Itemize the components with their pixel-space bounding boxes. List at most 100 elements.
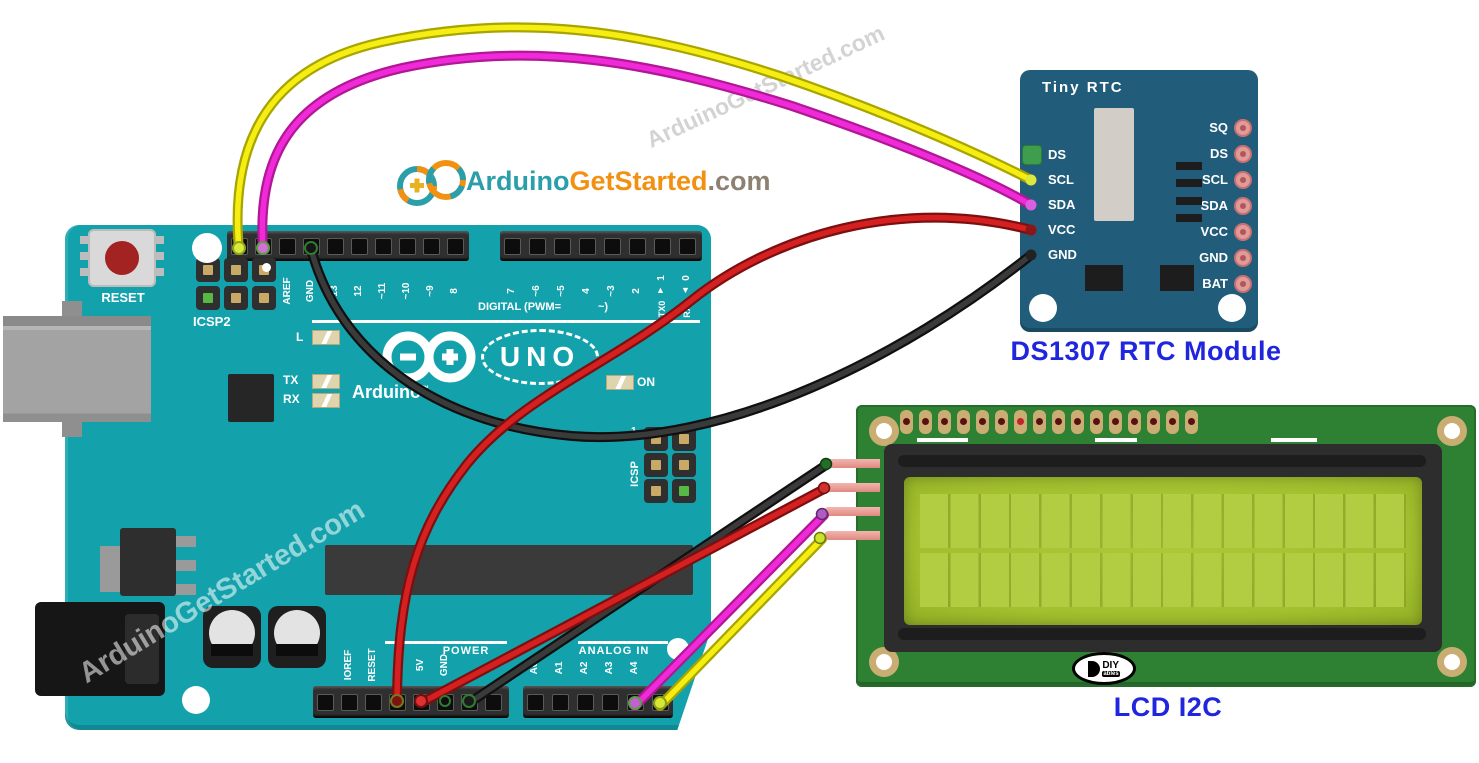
led-on [606, 375, 634, 390]
pin-gnd1 [437, 694, 454, 711]
icsp2-pin [224, 286, 248, 310]
arduinogetstarted-logo-text: ArduinoGetStarted.com [466, 166, 771, 197]
pin-label-8: 8 [449, 288, 460, 294]
icsp-label: ICSP [629, 461, 641, 487]
pin-aref [279, 238, 296, 255]
lcd-i2c-board: DIY ables [824, 405, 1476, 687]
rtc-label-ds2: DS [1209, 146, 1228, 161]
pin-9 [423, 238, 440, 255]
usb-connector-tab [62, 301, 82, 317]
pin-7 [504, 238, 521, 255]
pin-2 [629, 238, 646, 255]
wire-magenta-sda-rtc [257, 50, 1036, 255]
icsp-pin [644, 453, 668, 477]
lcd-bezel-bar [898, 455, 1426, 467]
pin-11 [375, 238, 392, 255]
digital-caption-tilde: ~) [598, 301, 609, 313]
regulator-leg [174, 536, 196, 547]
pin-0 [679, 238, 696, 255]
pin-reset [365, 694, 382, 711]
silkscreen-line [578, 641, 668, 644]
rtc-pad-gnd [1022, 145, 1042, 165]
pin-8 [447, 238, 464, 255]
lcd-silkscreen-dash [1095, 438, 1137, 442]
pin-label-12: 12 [353, 285, 364, 297]
rtc-resistor [1176, 214, 1202, 222]
rtc-label-sda2: SDA [1200, 198, 1228, 213]
rtc-resistor [1176, 162, 1202, 170]
rtc-component [1085, 265, 1123, 291]
pin-label-aref: AREF [282, 277, 293, 305]
rtc-label-sq: SQ [1209, 120, 1228, 135]
pin-label-4: 4 [581, 288, 592, 294]
mounting-hole [192, 233, 222, 263]
lcd-mounting-hole [1437, 647, 1467, 677]
mounting-hole [667, 638, 689, 660]
lcd-mounting-hole [869, 416, 899, 446]
regulator-leg [174, 560, 196, 571]
rtc-right-pins [1234, 119, 1252, 293]
pin-label-5v: 5V [415, 658, 426, 672]
lcd-caption: LCD I2C [1113, 692, 1223, 722]
led-tx-label: TX [283, 373, 299, 387]
mounting-hole [182, 686, 210, 714]
led-on-label: ON [637, 375, 655, 389]
pin-scl [231, 238, 248, 255]
rtc-crystal [1094, 108, 1134, 221]
rtc-label-ds: DS [1048, 147, 1067, 162]
led-l-label: L [296, 330, 304, 344]
atmega-chip [325, 545, 693, 595]
lcd-silkscreen-dash [1271, 438, 1317, 442]
pin-label-ioref: IOREF [343, 649, 354, 681]
icsp-pin [672, 479, 696, 503]
pin-a1 [552, 694, 569, 711]
rtc-pin-bat [1234, 275, 1252, 293]
digital-caption: DIGITAL (PWM= [478, 301, 562, 313]
pin-ioref [341, 694, 358, 711]
diyables-logo-subtext: ables [1102, 670, 1120, 677]
diyables-logo: DIY ables [1072, 652, 1136, 685]
led-l [312, 330, 340, 345]
logo-text-arduino: Arduino [466, 166, 570, 196]
reset-button-tab [154, 236, 164, 244]
led-rx-label: RX [283, 392, 300, 406]
regulator-leg [174, 584, 196, 595]
icsp-pin [672, 453, 696, 477]
pin-3v3 [389, 694, 406, 711]
reset-button-cap[interactable] [105, 241, 139, 275]
rtc-label-vcc: VCC [1048, 222, 1076, 237]
pin-gnd2 [461, 694, 478, 711]
led-tx [312, 374, 340, 389]
reset-button[interactable] [88, 229, 156, 287]
pin-nc [317, 694, 334, 711]
pin-1 [654, 238, 671, 255]
rtc-pin-gnd [1234, 249, 1252, 267]
capacitor [203, 606, 261, 668]
voltage-regulator [120, 528, 176, 596]
wire-yellow-scl-rtc [232, 22, 1036, 255]
pin-label-reset: RESET [367, 648, 378, 682]
rtc-pin-scl [1234, 171, 1252, 189]
reset-button-tab [80, 268, 90, 276]
pin-a3 [602, 694, 619, 711]
silkscreen-line [312, 320, 700, 323]
icsp-pin [644, 479, 668, 503]
lcd-silkscreen-dash [917, 438, 968, 442]
pin-5 [554, 238, 571, 255]
lcd-top-pads [900, 410, 1198, 434]
rtc-mounting-hole [1029, 294, 1057, 322]
pin-label-9: ~9 [425, 285, 436, 297]
arduino-brand: Arduino [352, 382, 421, 402]
icsp-pin1-label: 1 [631, 426, 637, 437]
lcd-pin-2 [824, 483, 880, 492]
lcd-pin-3 [824, 507, 880, 516]
rtc-label-bat: BAT [1202, 276, 1228, 291]
rtc-module-board: Tiny RTC DS SCL SDA VCC GND SQ DS SCL SD… [1020, 70, 1258, 332]
arduino-brand-text: Arduino™ [352, 382, 429, 403]
lcd-mounting-hole [1437, 416, 1467, 446]
rtc-resistor [1176, 197, 1202, 205]
pin-label-gnd: GND [305, 279, 316, 303]
icsp2-label: ICSP2 [193, 314, 231, 329]
power-jack-opening [125, 614, 159, 684]
rtc-resistor [1176, 179, 1202, 187]
